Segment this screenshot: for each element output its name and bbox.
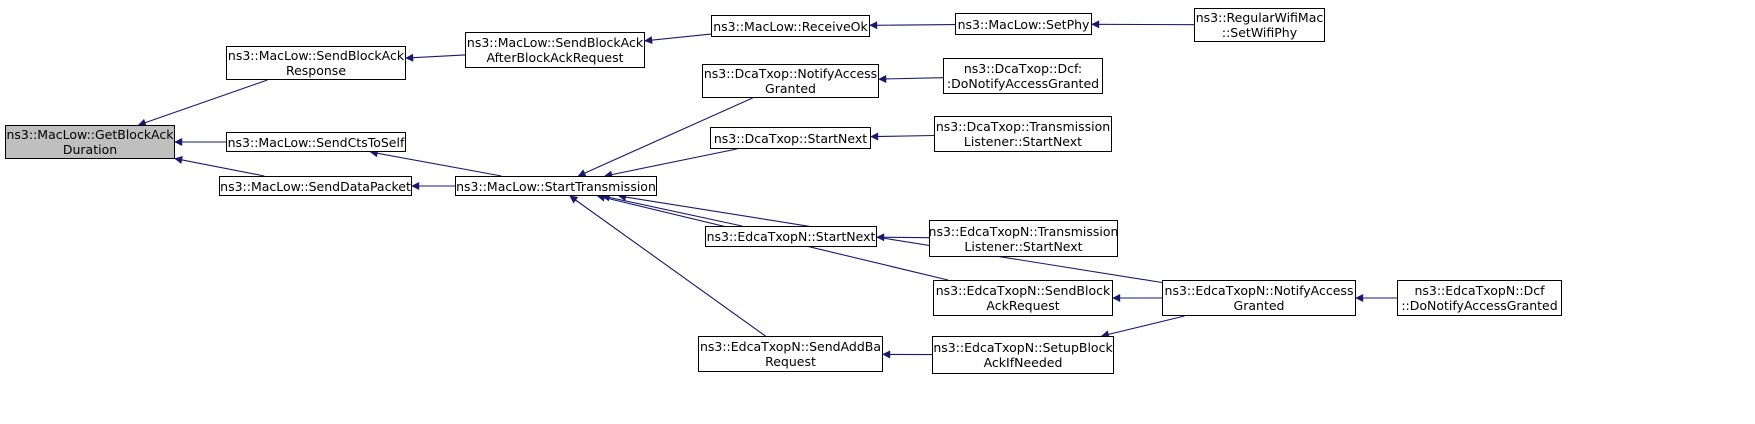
node-dcatxop-dcf-donotifyaccessgranted[interactable]: ns3::DcaTxop::Dcf::DoNotifyAccessGranted <box>943 58 1103 94</box>
edge-sendblockackafter-to-sendblockackresp <box>405 53 466 62</box>
edge-edcanotify-to-starttransmission <box>618 193 1163 284</box>
node-label-line: Granted <box>1233 298 1285 313</box>
node-label-line: Granted <box>765 81 816 96</box>
edge-edcatlistener-to-edcastartnext <box>876 233 930 242</box>
node-label-line: ns3::DcaTxop::Transmission <box>935 119 1111 134</box>
node-edcatxopn-startnext[interactable]: ns3::EdcaTxopN::StartNext <box>705 226 877 247</box>
node-label-line: :DoNotifyAccessGranted <box>946 76 1100 91</box>
node-label-line: ns3::MacLow::SendBlockAck <box>227 48 405 63</box>
node-label-line: ns3::MacLow::SetPhy <box>957 16 1090 32</box>
edge-edcanotify-to-edcasetupblockack <box>1100 315 1185 339</box>
node-setphy[interactable]: ns3::MacLow::SetPhy <box>955 13 1092 35</box>
node-receiveok[interactable]: ns3::MacLow::ReceiveOk <box>711 15 870 37</box>
node-label-line: ns3::RegularWifiMac <box>1195 10 1324 25</box>
node-label-line: ns3::EdcaTxopN::Dcf <box>1414 283 1545 298</box>
node-label-line: ::DoNotifyAccessGranted <box>1401 298 1558 313</box>
node-label-line: Response <box>285 63 347 78</box>
edge-receiveok-to-sendblockackafter <box>644 33 712 45</box>
node-label-line: ns3::DcaTxop::Dcf: <box>963 61 1083 76</box>
node-label-line: ns3::MacLow::ReceiveOk <box>713 18 868 34</box>
edge-dcanotify-to-starttransmission <box>577 97 753 177</box>
edge-edcasendaddba-to-starttransmission <box>569 195 766 337</box>
edge-starttransmission-to-sendctstoself <box>369 149 502 177</box>
edge-sendblockackresp-to-getblockack <box>137 79 268 127</box>
edge-senddatapacket-to-getblockack <box>174 156 265 177</box>
node-label-line: Duration <box>62 142 118 157</box>
node-label-line: ns3::EdcaTxopN::Transmission <box>928 223 1119 239</box>
node-label-line: ns3::EdcaTxopN::NotifyAccess <box>1164 283 1354 298</box>
node-setwifiphy[interactable]: ns3::RegularWifiMac::SetWifiPhy <box>1194 8 1325 42</box>
node-label-line: AckIfNeeded <box>983 355 1063 370</box>
node-label-line: Request <box>765 354 816 369</box>
node-label-line: ns3::EdcaTxopN::SendAddBa <box>699 339 882 354</box>
node-label-line: ns3::EdcaTxopN::SetupBlock <box>933 340 1113 355</box>
node-starttransmission[interactable]: ns3::MacLow::StartTransmission <box>455 176 657 196</box>
node-label-line: ::SetWifiPhy <box>1221 25 1298 40</box>
edge-setphy-to-receiveok <box>869 21 956 30</box>
edge-dcastartnext-to-starttransmission <box>604 148 737 179</box>
node-dcatxop-startnext[interactable]: ns3::DcaTxop::StartNext <box>710 127 871 149</box>
node-label-line: ns3::EdcaTxopN::SendBlock <box>935 283 1111 298</box>
node-label-line: ns3::MacLow::SendDataPacket <box>220 178 411 194</box>
node-edcatxopn-dcf-donotifyaccessgranted[interactable]: ns3::EdcaTxopN::Dcf::DoNotifyAccessGrant… <box>1397 280 1562 316</box>
node-label-line: ns3::DcaTxop::NotifyAccess <box>703 66 878 81</box>
node-label-line: AckRequest <box>986 298 1060 313</box>
node-label-line: ns3::EdcaTxopN::StartNext <box>706 229 876 244</box>
node-senddatapacket[interactable]: ns3::MacLow::SendDataPacket <box>219 176 412 196</box>
node-label-line: Listener::StartNext <box>963 134 1083 149</box>
node-label-line: Listener::StartNext <box>964 238 1083 254</box>
edge-dcadcf-to-dcanotify <box>878 74 944 83</box>
node-label-line: ns3::MacLow::SendBlockAck <box>466 35 644 50</box>
node-label-line: ns3::DcaTxop::StartNext <box>713 130 868 146</box>
node-label-line: ns3::MacLow::StartTransmission <box>456 178 656 194</box>
node-sendctstoself[interactable]: ns3::MacLow::SendCtsToSelf <box>226 132 406 152</box>
node-label-line: ns3::MacLow::SendCtsToSelf <box>227 134 405 150</box>
node-label-line: ns3::MacLow::GetBlockAck <box>6 127 174 142</box>
node-label-line: AfterBlockAckRequest <box>486 50 624 65</box>
edge-edcastartnext-to-starttransmission <box>601 193 743 227</box>
edge-dcatlistener-to-dcastartnext <box>870 132 935 141</box>
